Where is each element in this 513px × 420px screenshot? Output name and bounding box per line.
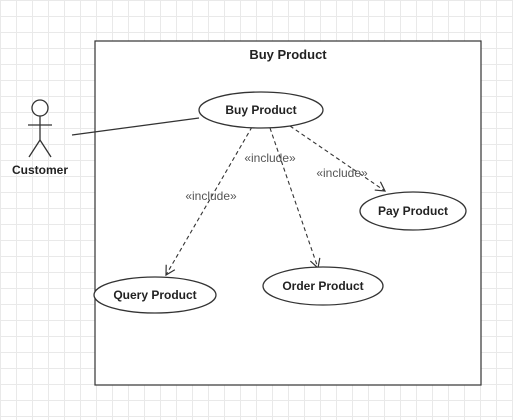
system-boundary-title: Buy Product: [249, 47, 327, 62]
actor-label: Customer: [12, 163, 68, 177]
use-case-query-product-label: Query Product: [113, 288, 196, 302]
use-case-query-product-ellipse: [93, 276, 217, 314]
include-label-query: «include»: [185, 189, 237, 203]
include-label-order: «include»: [244, 151, 296, 165]
use-case-buy-product-label: Buy Product: [225, 103, 296, 117]
actor-right-leg: [39, 139, 52, 158]
use-case-order-product[interactable]: Order Product: [262, 266, 384, 306]
use-case-pay-product[interactable]: Pay Product: [359, 191, 467, 231]
actor-left-leg: [28, 139, 41, 158]
include-label-pay: «include»: [316, 166, 368, 180]
actor-head: [31, 99, 49, 117]
use-case-buy-product-ellipse: [198, 91, 324, 129]
use-case-query-product[interactable]: Query Product: [93, 276, 217, 314]
include-arrow-query[interactable]: [165, 126, 253, 277]
include-arrow-order[interactable]: [269, 127, 321, 270]
include-arrow-pay[interactable]: [289, 125, 387, 192]
use-case-order-product-label: Order Product: [282, 279, 363, 293]
association-line[interactable]: [71, 117, 200, 136]
customer-actor[interactable]: [28, 99, 52, 158]
use-case-buy-product[interactable]: Buy Product: [198, 91, 324, 129]
use-case-order-product-ellipse: [262, 266, 384, 306]
use-case-pay-product-ellipse: [359, 191, 467, 231]
use-case-pay-product-label: Pay Product: [378, 204, 448, 218]
